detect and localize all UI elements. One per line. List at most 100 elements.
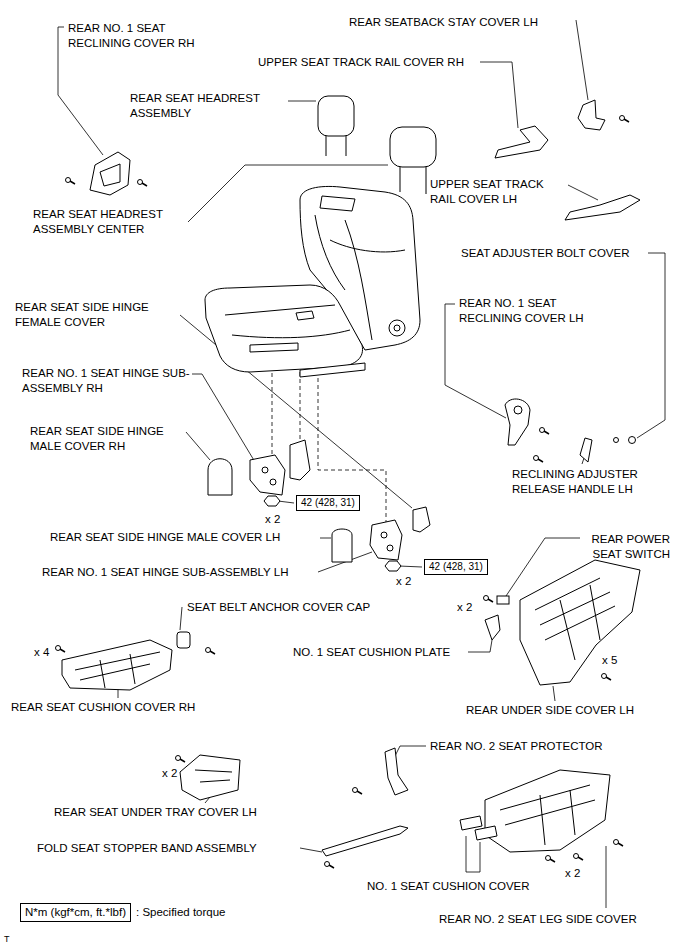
trim-parts-item <box>387 545 393 551</box>
quantity: x 2 <box>162 766 177 781</box>
part-name: REAR NO. 1 SEAT RECLINING COVER LH <box>459 296 609 326</box>
trim-parts-item <box>565 195 640 220</box>
trim-parts-item <box>322 826 408 856</box>
trim-parts-item <box>381 532 387 538</box>
seat-assembly-item <box>389 320 405 336</box>
part-name: NO. 1 SEAT CUSHION COVER <box>367 879 530 894</box>
screws-item <box>138 180 148 187</box>
trim-parts-item <box>629 437 636 444</box>
screws-item <box>56 646 66 653</box>
trim-parts-item <box>208 459 232 495</box>
seat-assembly-item <box>318 96 354 136</box>
seat-assembly <box>205 96 436 377</box>
part-name: REAR SEAT SIDE HINGE FEMALE COVER <box>15 300 170 330</box>
trim-parts-item <box>505 399 530 445</box>
trim-parts-item <box>90 152 130 195</box>
leader-lines-item <box>568 185 598 200</box>
screws-item <box>176 756 186 763</box>
part-name: SEAT BELT ANCHOR COVER CAP <box>187 600 370 615</box>
assembly-lines-item <box>300 372 301 440</box>
torque-legend-box: N*m (kgf*cm, ft.*lbf) <box>20 903 131 922</box>
quantity: x 2 <box>265 512 280 527</box>
torque-value: 42 (428, 31) <box>429 561 483 573</box>
trim-parts-item <box>578 100 605 130</box>
seat-assembly-item <box>394 325 400 331</box>
part-name: NO. 1 SEAT CUSHION PLATE <box>293 645 450 660</box>
part-name: FOLD SEAT STOPPER BAND ASSEMBLY <box>37 841 257 856</box>
trim-parts-item <box>177 632 190 648</box>
seat-assembly-item <box>296 311 314 320</box>
torque-box: 42 (428, 31) <box>424 559 488 575</box>
trim-parts-item <box>262 467 268 473</box>
trim-parts-item <box>370 520 402 560</box>
leader-lines-item <box>576 20 588 100</box>
part-name: REAR SEAT HEADREST ASSEMBLY <box>130 91 275 121</box>
leader-lines <box>58 20 665 908</box>
trim-parts-item <box>485 770 610 852</box>
seat-assembly-item <box>250 343 298 352</box>
seat-assembly-item <box>326 136 346 156</box>
screws-item <box>66 178 76 185</box>
quantity: x 2 <box>396 574 411 589</box>
trim-parts-item <box>514 406 522 414</box>
trim-parts-item <box>264 496 280 506</box>
legend-note: : Specified torque <box>136 905 226 920</box>
part-name: REAR NO. 2 SEAT LEG SIDE COVER <box>439 912 637 927</box>
trim-parts-item <box>270 479 276 485</box>
leader-lines-item <box>553 686 555 701</box>
part-name: SEAT ADJUSTER BOLT COVER <box>461 246 630 261</box>
screws-item <box>206 648 216 655</box>
screws-item <box>574 854 584 861</box>
part-name: REAR UNDER SIDE COVER LH <box>466 703 634 718</box>
assembly-lines <box>272 352 386 522</box>
trim-parts-item <box>385 561 401 571</box>
leader-lines-item <box>186 432 210 460</box>
part-name: REAR POWER SEAT SWITCH <box>578 532 670 562</box>
part-name: RECLINING ADJUSTER RELEASE HANDLE LH <box>512 467 662 497</box>
screws-item <box>325 862 335 869</box>
trim-parts-item <box>485 615 500 640</box>
part-name: REAR SEAT UNDER TRAY COVER LH <box>54 805 257 820</box>
trim-parts-item <box>460 816 482 830</box>
seat-assembly-item <box>400 167 426 194</box>
figure-code: T <box>4 932 10 947</box>
trim-parts-item <box>250 455 285 495</box>
torque-box: 42 (428, 31) <box>296 495 360 511</box>
part-name: REAR SEAT CUSHION COVER RH <box>11 700 195 715</box>
trim-parts-item <box>62 640 172 690</box>
leader-lines-item <box>468 640 492 652</box>
quantity: x 2 <box>565 866 580 881</box>
quantity: x 2 <box>457 600 472 615</box>
trim-parts-item <box>290 440 310 480</box>
trim-parts-item <box>332 529 352 562</box>
trim-parts-item <box>180 755 240 800</box>
leader-lines-item <box>192 374 255 462</box>
seat-assembly-item <box>320 196 355 211</box>
part-name: REAR SEAT HEADREST ASSEMBLY CENTER <box>33 207 178 237</box>
torque-unit: N*m (kgf*cm, ft.*lbf) <box>25 905 126 920</box>
seat-assembly-item <box>205 285 363 372</box>
trim-parts-item <box>535 578 615 660</box>
screws-item <box>540 428 550 435</box>
trim-parts-item <box>614 438 619 443</box>
part-name: UPPER SEAT TRACK RAIL COVER LH <box>430 177 560 207</box>
leader-lines-item <box>300 848 322 852</box>
screws-item <box>534 456 544 463</box>
leader-lines-item <box>394 746 426 758</box>
leader-lines-item <box>320 538 331 539</box>
part-name: REAR SEAT SIDE HINGE MALE COVER LH <box>50 530 280 545</box>
leader-lines-item <box>637 253 665 438</box>
quantity: x 4 <box>34 645 49 660</box>
screws-item <box>353 788 363 795</box>
part-name: REAR NO. 1 SEAT RECLINING COVER RH <box>68 21 218 51</box>
screws-item <box>614 840 624 847</box>
leader-lines-item <box>180 607 182 630</box>
part-name: REAR NO. 1 SEAT HINGE SUB-ASSEMBLY LH <box>42 565 288 580</box>
screws-item <box>620 116 630 123</box>
trim-parts-item <box>385 748 408 795</box>
trim-parts-item <box>195 770 232 782</box>
leader-lines-item <box>480 62 518 128</box>
leader-lines-item <box>288 101 316 102</box>
